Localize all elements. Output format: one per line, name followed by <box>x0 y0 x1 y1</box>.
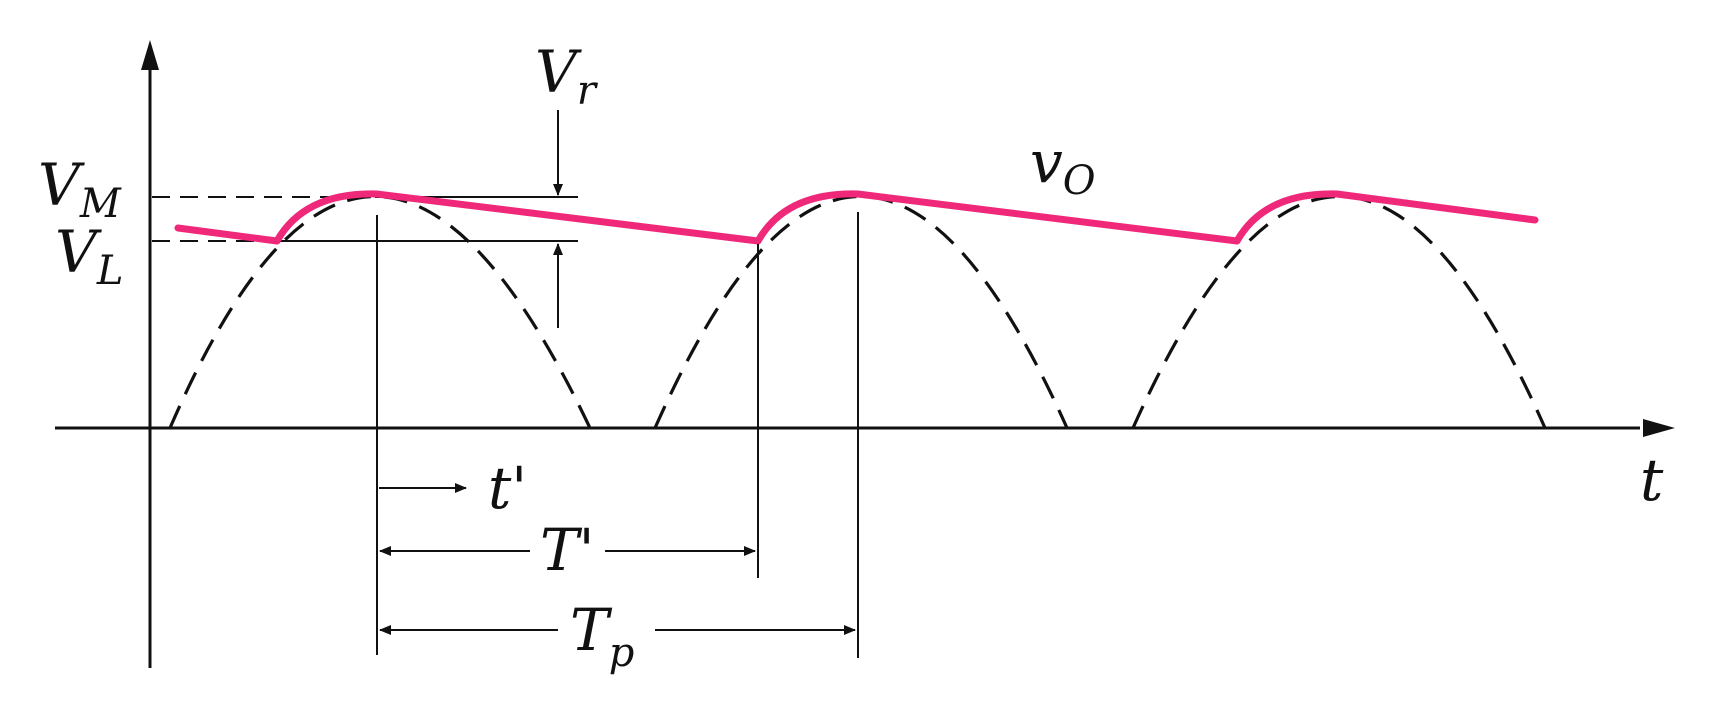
vo-decay-3 <box>1333 190 1539 224</box>
tp-label-sub: p <box>609 630 635 676</box>
vo-decay-2 <box>854 190 1241 245</box>
vl-label: VL <box>55 218 123 294</box>
x-axis-arrowhead <box>1643 419 1675 437</box>
input-hump-2 <box>653 195 1069 429</box>
vr-label-sub: r <box>577 68 599 114</box>
vm-label-main: V <box>38 151 85 219</box>
T-prime-label: T' <box>540 516 595 584</box>
vo-label-main: v <box>1030 128 1063 196</box>
t-axis-label: t <box>1640 446 1664 514</box>
vo-decay-0 <box>174 224 281 245</box>
vm-label-sub: M <box>79 181 122 227</box>
tp-label: Tp <box>570 596 634 676</box>
output-vo-waveform <box>174 190 1539 245</box>
input-hump-3 <box>1131 195 1547 429</box>
vo-label-sub: O <box>1063 158 1096 204</box>
input-hump-1 <box>168 195 592 429</box>
vl-label-main: V <box>55 218 102 286</box>
y-axis-arrowhead <box>141 40 159 70</box>
vo-decay-1 <box>373 190 762 245</box>
vr-label-main: V <box>535 38 582 106</box>
vo-label: vO <box>1030 128 1096 204</box>
vo-charge-2 <box>754 190 862 245</box>
vr-label: Vr <box>535 38 599 114</box>
tp-label-main: T <box>570 596 613 664</box>
vo-charge-3 <box>1233 190 1341 245</box>
t-prime-label: t' <box>488 454 527 522</box>
input-rectified-sine <box>168 195 1547 429</box>
vl-label-sub: L <box>96 248 124 294</box>
vm-label: VM <box>38 151 122 227</box>
vo-charge-1 <box>273 190 381 245</box>
